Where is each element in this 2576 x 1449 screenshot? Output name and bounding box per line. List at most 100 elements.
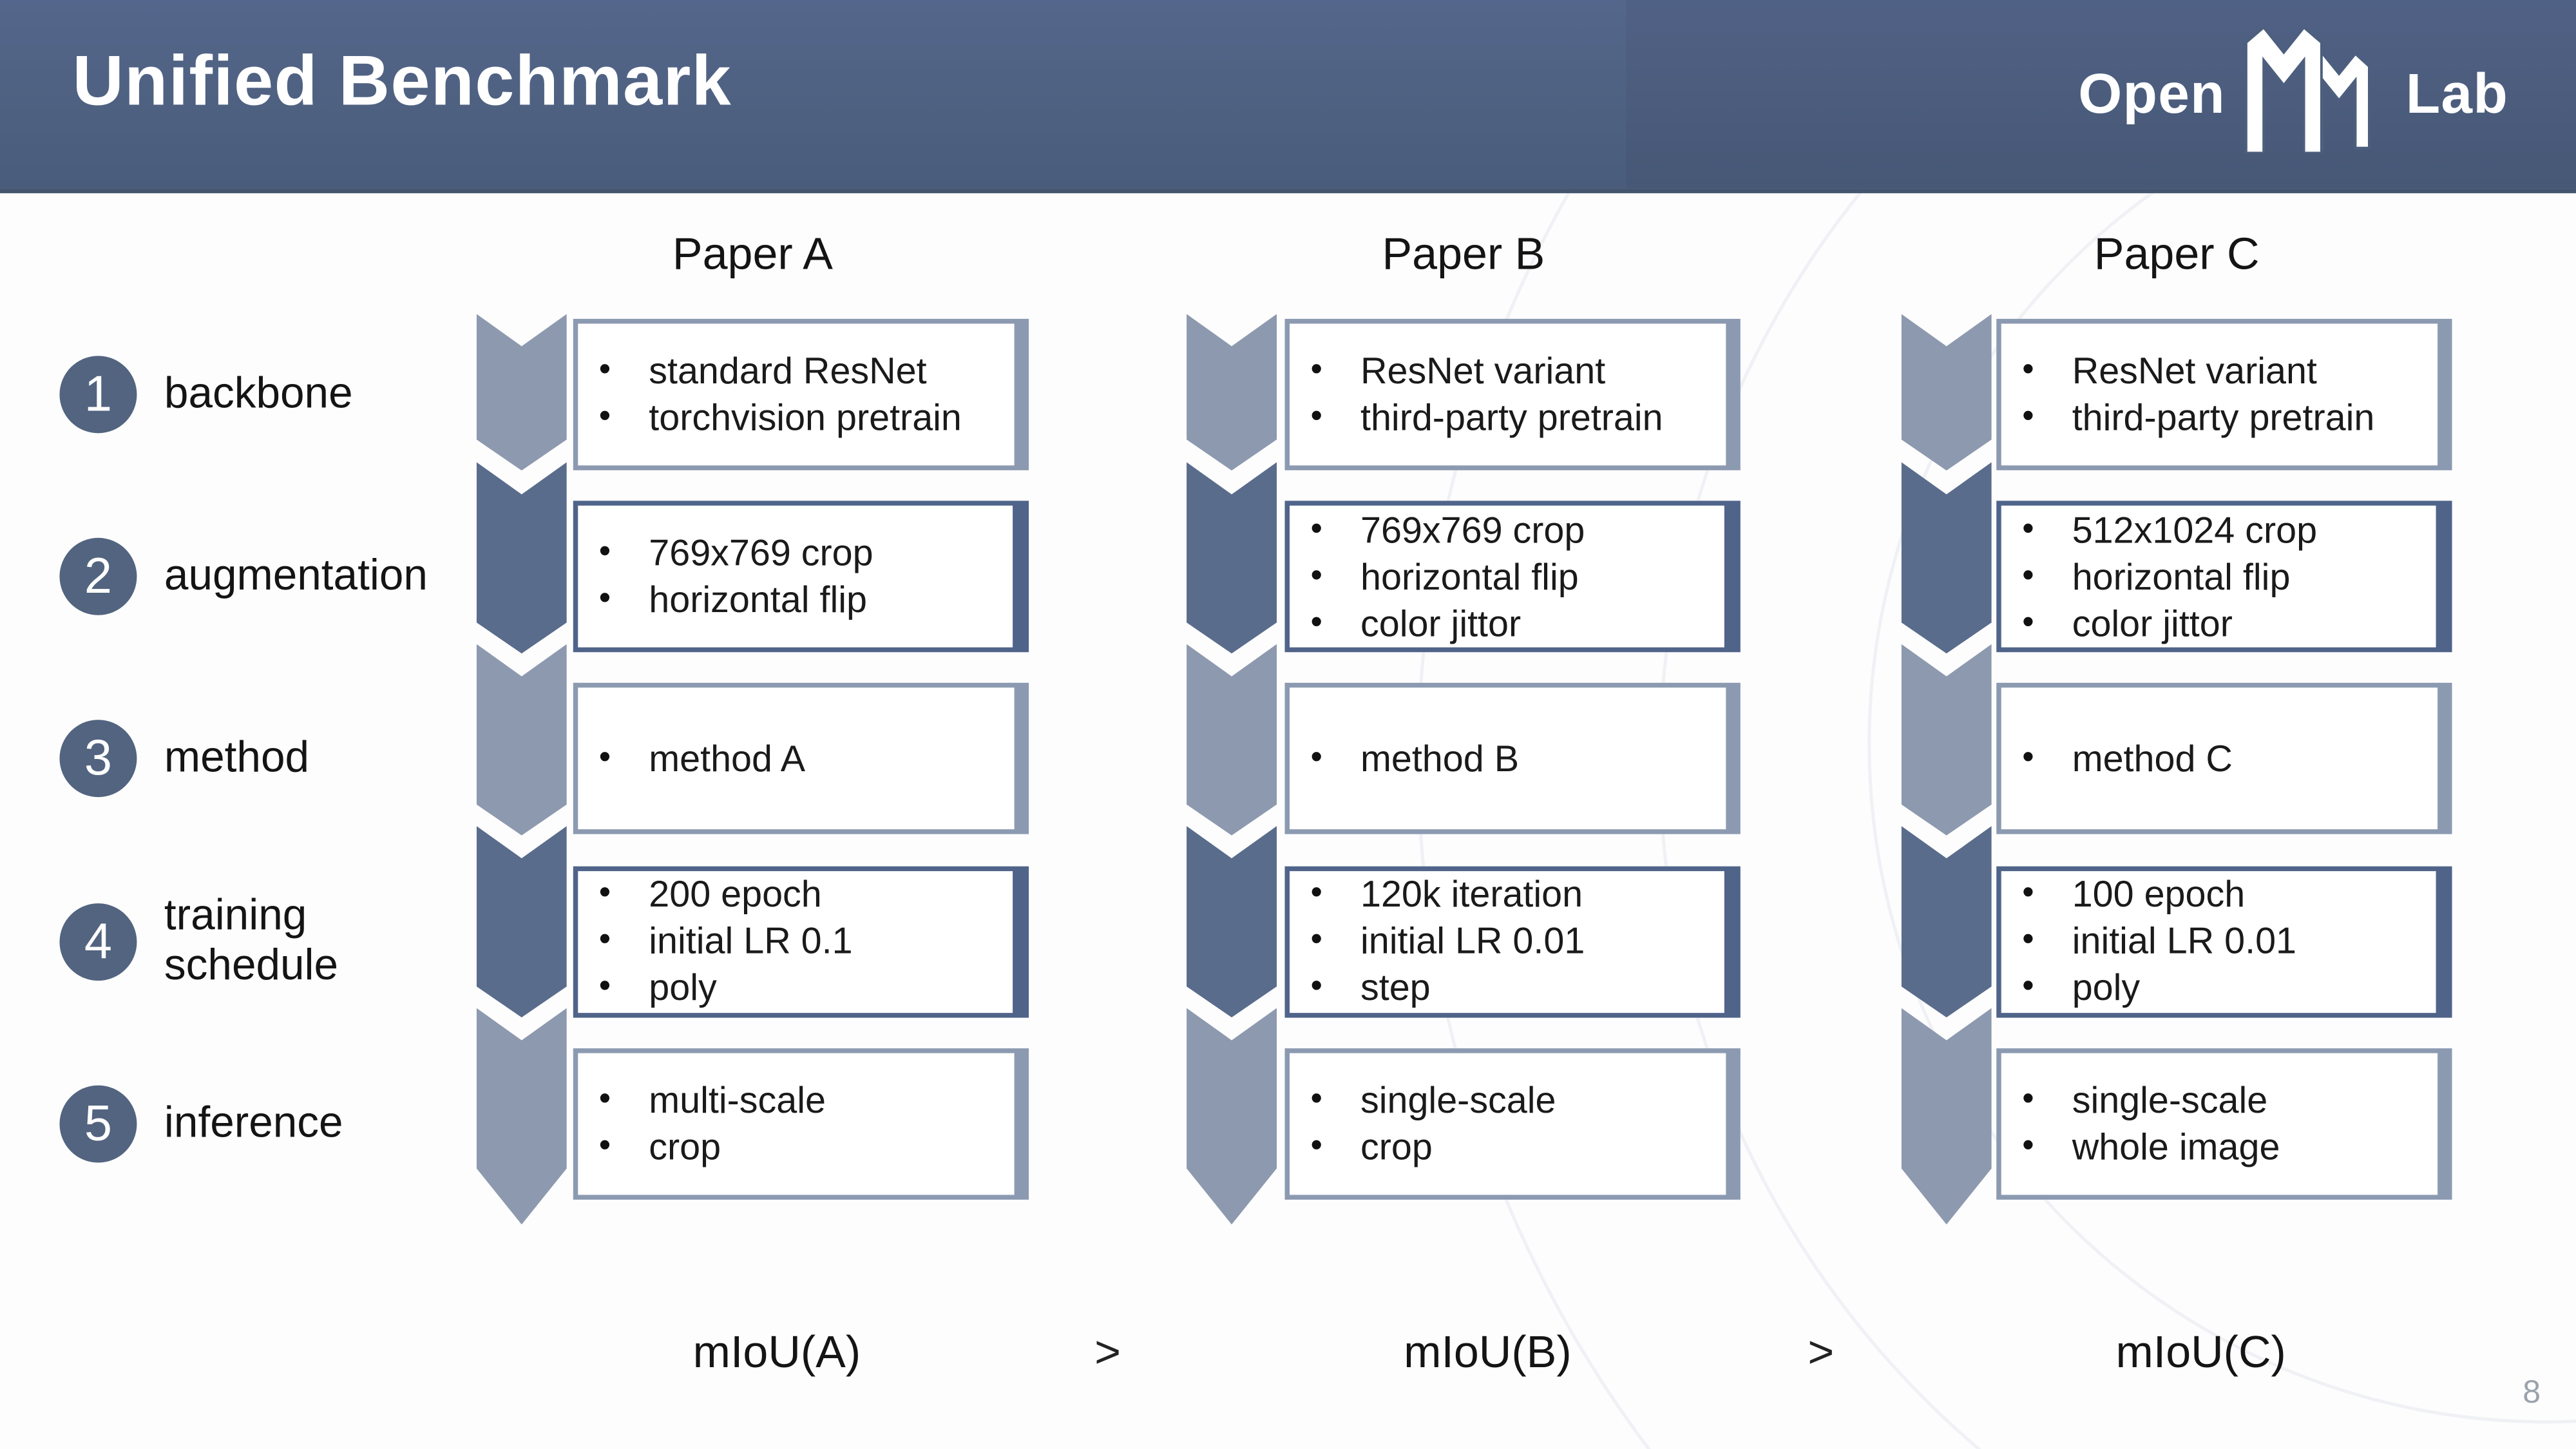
chevron-down-arrow-icon [1187, 314, 1277, 471]
chevron-down-arrow-icon [476, 1008, 567, 1225]
config-bullet-item: 100 epoch [2001, 870, 2296, 917]
config-bullet-list: standard ResNettorchvision pretrain [578, 346, 962, 441]
config-bullet-item: initial LR 0.01 [1290, 916, 1585, 964]
chevron-down-arrow-icon [476, 826, 567, 1018]
config-bullet-item: horizontal flip [2001, 552, 2317, 600]
config-bullet-list: method B [1290, 734, 1519, 782]
config-bullet-item: method B [1290, 734, 1519, 782]
title-bar: Unified Benchmark Open Lab [0, 0, 2576, 193]
chevron-down-arrow-icon [476, 314, 567, 471]
criterion-label: training schedule [164, 890, 339, 990]
greater-than-sign: > [1808, 1327, 1835, 1377]
config-bullet-item: initial LR 0.1 [578, 916, 853, 964]
config-bullet-item: single-scale [1290, 1075, 1556, 1124]
config-bullet-item: 769x769 crop [1290, 505, 1585, 553]
config-bullet-item: horizontal flip [578, 575, 873, 623]
config-bullet-list: method C [2001, 734, 2233, 782]
config-box: multi-scalecrop [573, 1048, 1029, 1200]
config-box: method A [573, 683, 1029, 835]
criterion-label: augmentation [164, 551, 428, 600]
config-box: 200 epochinitial LR 0.1poly [573, 865, 1029, 1017]
config-bullet-item: 512x1024 crop [2001, 505, 2317, 553]
step-number-badge: 4 [59, 903, 137, 981]
config-box: single-scalecrop [1284, 1048, 1741, 1200]
chevron-down-arrow-icon [1901, 1008, 1992, 1225]
header-shade [1626, 0, 2576, 189]
config-box: method C [1996, 683, 2452, 835]
config-bullet-item: third-party pretrain [2001, 393, 2374, 441]
config-bullet-item: multi-scale [578, 1075, 826, 1124]
chevron-down-arrow-icon [1187, 461, 1277, 653]
config-bullet-item: method C [2001, 734, 2233, 782]
config-box: 120k iterationinitial LR 0.01step [1284, 865, 1741, 1017]
config-box: 769x769 crophorizontal flipcolor jittor [1284, 501, 1741, 653]
config-bullet-item: initial LR 0.01 [2001, 916, 2296, 964]
config-bullet-list: single-scalewhole image [2001, 1075, 2280, 1171]
page-title: Unified Benchmark [72, 41, 732, 121]
chevron-down-arrow-icon [1901, 461, 1992, 653]
config-bullet-item: whole image [2001, 1122, 2280, 1170]
chevron-down-arrow-icon [1901, 314, 1992, 471]
config-bullet-list: method A [578, 734, 805, 782]
chevron-down-arrow-icon [1187, 826, 1277, 1018]
step-number: 5 [84, 1095, 113, 1151]
config-box: 512x1024 crophorizontal flipcolor jittor [1996, 501, 2452, 653]
logo-text-open: Open [2078, 62, 2226, 125]
miou-result-label: mIoU(A) [692, 1327, 861, 1377]
config-bullet-item: torchvision pretrain [578, 393, 962, 441]
config-bullet-list: 120k iterationinitial LR 0.01step [1290, 870, 1585, 1011]
logo-text-lab: Lab [2405, 62, 2509, 125]
config-bullet-item: standard ResNet [578, 346, 962, 394]
paper-column-title: Paper C [2094, 228, 2260, 279]
config-bullet-item: horizontal flip [1290, 552, 1585, 600]
config-bullet-list: 100 epochinitial LR 0.01poly [2001, 870, 2296, 1011]
step-number: 2 [84, 548, 113, 604]
config-bullet-item: single-scale [2001, 1075, 2280, 1124]
page-number: 8 [2523, 1375, 2541, 1411]
config-bullet-item: 120k iteration [1290, 870, 1585, 917]
config-box: 769x769 crophorizontal flip [573, 501, 1029, 653]
paper-column-title: Paper A [672, 228, 833, 279]
config-bullet-item: method A [578, 734, 805, 782]
config-bullet-list: 769x769 crophorizontal flip [578, 528, 873, 624]
openmmlab-mm-icon [2245, 26, 2371, 153]
greater-than-sign: > [1094, 1327, 1121, 1377]
step-number-badge: 3 [59, 720, 137, 798]
config-box: ResNet variantthird-party pretrain [1996, 318, 2452, 470]
config-bullet-item: step [1290, 963, 1585, 1011]
config-bullet-item: poly [578, 963, 852, 1011]
config-bullet-list: 512x1024 crophorizontal flipcolor jittor [2001, 505, 2317, 647]
config-bullet-item: poly [2001, 963, 2296, 1011]
criterion-label: backbone [164, 369, 353, 417]
chevron-down-arrow-icon [1187, 1008, 1277, 1225]
config-bullet-item: 200 epoch [578, 870, 852, 917]
config-box: 100 epochinitial LR 0.01poly [1996, 865, 2452, 1017]
step-number: 3 [84, 730, 113, 787]
chevron-down-arrow-icon [476, 644, 567, 836]
config-bullet-list: ResNet variantthird-party pretrain [2001, 346, 2375, 441]
config-bullet-list: 200 epochinitial LR 0.1poly [578, 870, 853, 1011]
config-bullet-list: ResNet variantthird-party pretrain [1290, 346, 1663, 441]
config-bullet-item: 769x769 crop [578, 528, 873, 577]
config-bullet-item: ResNet variant [2001, 346, 2375, 394]
config-bullet-item: crop [1290, 1122, 1556, 1170]
config-bullet-item: color jittor [1290, 599, 1585, 646]
chevron-down-arrow-icon [476, 461, 567, 653]
config-box: ResNet variantthird-party pretrain [1284, 318, 1741, 470]
config-box: method B [1284, 683, 1741, 835]
step-number-badge: 5 [59, 1085, 137, 1163]
step-number-badge: 1 [59, 356, 137, 434]
config-box: standard ResNettorchvision pretrain [573, 318, 1029, 470]
config-bullet-list: multi-scalecrop [578, 1075, 826, 1171]
chevron-down-arrow-icon [1187, 644, 1277, 836]
config-bullet-item: third-party pretrain [1290, 393, 1663, 441]
config-bullet-item: ResNet variant [1290, 346, 1663, 394]
step-number-badge: 2 [59, 538, 137, 616]
config-bullet-item: color jittor [2001, 599, 2317, 646]
config-bullet-item: crop [578, 1122, 826, 1170]
config-box: single-scalewhole image [1996, 1048, 2452, 1200]
miou-result-label: mIoU(C) [2115, 1327, 2286, 1377]
config-bullet-list: 769x769 crophorizontal flipcolor jittor [1290, 505, 1585, 647]
